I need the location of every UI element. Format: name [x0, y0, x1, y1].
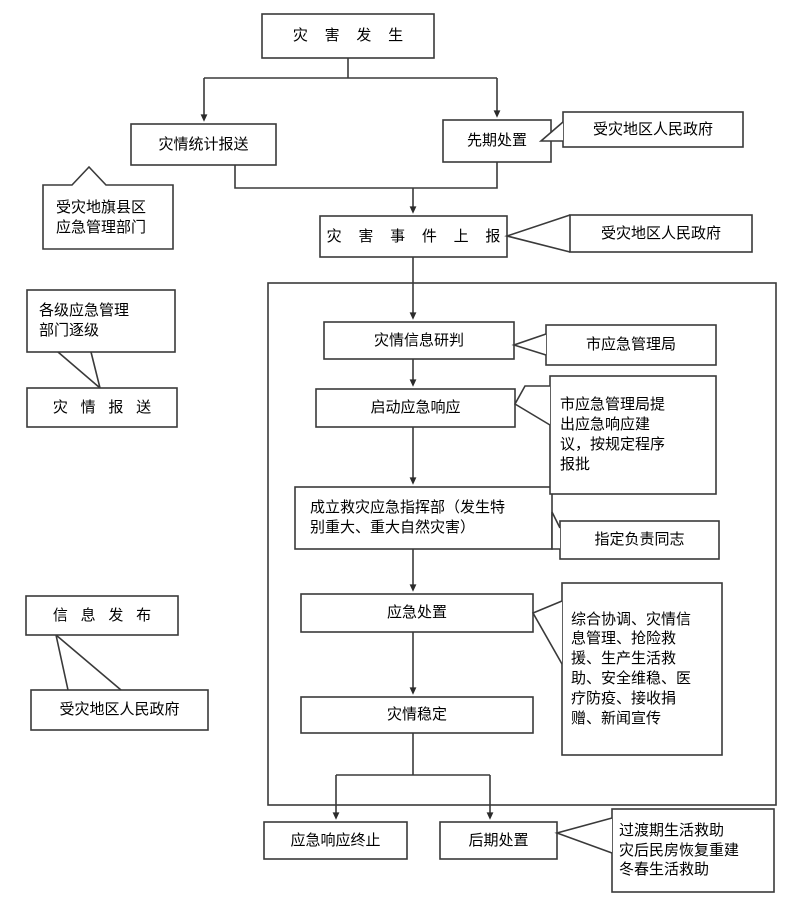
leader-gov-report: [504, 214, 571, 253]
leader-designate-leader: [551, 511, 561, 550]
leader-all-level-depts: [57, 351, 101, 389]
phase-container-box: [267, 282, 777, 806]
leader-gov-info-release: [55, 634, 122, 691]
callout-box-later-tasks: [611, 808, 775, 893]
leader-disposal-tasks: [531, 600, 563, 665]
node-box-info-release: [25, 595, 179, 636]
node-box-event-report: [319, 215, 508, 258]
node-box-disaster-occurs: [261, 13, 435, 59]
node-box-situation-report: [26, 387, 178, 428]
callout-box-gov-initial: [562, 111, 744, 148]
edge-statistics-merge: [234, 165, 413, 189]
callout-box-disposal-tasks: [561, 582, 723, 756]
leader-city-bureau-advice: [513, 385, 551, 426]
node-box-start-response: [315, 388, 516, 428]
node-box-setup-headquarters: [294, 486, 553, 550]
callout-box-designate-leader: [559, 520, 720, 560]
callout-box-gov-report: [569, 214, 753, 253]
callout-box-city-bureau: [545, 324, 717, 366]
node-box-info-judgement: [323, 321, 515, 360]
leader-city-bureau: [511, 333, 547, 356]
node-box-statistics-report: [130, 123, 277, 166]
node-box-later-disposal: [439, 821, 558, 860]
callout-box-city-bureau-advice: [549, 375, 717, 495]
leader-gov-initial: [538, 121, 564, 142]
node-box-initial-disposal: [442, 119, 552, 163]
leader-later-tasks: [554, 817, 613, 854]
callout-box-all-level-depts: [26, 289, 176, 353]
callout-box-county-emergency-dept: [42, 165, 174, 250]
node-box-response-terminated: [263, 821, 408, 860]
callout-box-gov-info-release: [30, 689, 209, 731]
edge-initial-merge: [413, 162, 498, 189]
node-box-situation-stable: [300, 696, 534, 734]
node-box-emergency-disposal: [300, 593, 534, 633]
